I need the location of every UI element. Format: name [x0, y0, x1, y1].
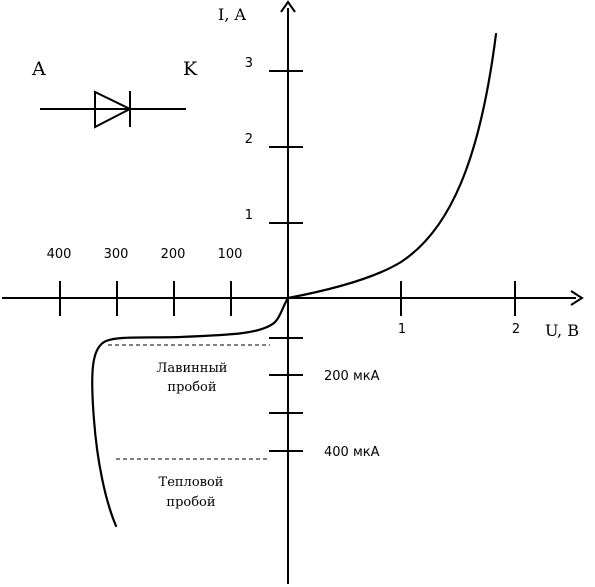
cathode-label: K — [183, 58, 198, 80]
forward-branch-curve — [286, 32, 498, 300]
x-tick-label-300: 300 — [104, 247, 129, 262]
x-axis-label: U, B — [545, 321, 579, 340]
avalanche-label-line2: пробой — [167, 380, 216, 395]
y-tick-label-400uA: 400 мкА — [324, 445, 380, 460]
x-tick-label-2: 2 — [512, 322, 520, 337]
y-tick-label-3: 3 — [245, 56, 253, 71]
x-axis-arrow — [570, 290, 584, 306]
reverse-branch-curve — [91, 296, 290, 528]
avalanche-label-line1: Лавинный — [157, 361, 228, 376]
x-tick-label-1: 1 — [398, 322, 406, 337]
diode-symbol — [40, 90, 186, 129]
x-tick-label-400: 400 — [47, 247, 72, 262]
diode-triangle — [94, 90, 133, 129]
y-axis-label: I, A — [218, 5, 246, 24]
y-tick-label-200uA: 200 мкА — [324, 369, 380, 384]
y-tick-label-2: 2 — [245, 132, 253, 147]
thermal-label-line2: пробой — [166, 495, 215, 510]
anode-label: A — [31, 58, 46, 80]
y-axis-arrow — [280, 0, 296, 13]
x-tick-label-200: 200 — [161, 247, 186, 262]
y-tick-label-1: 1 — [245, 208, 253, 223]
x-tick-label-100: 100 — [218, 247, 243, 262]
thermal-label-line1: Тепловой — [159, 475, 224, 490]
